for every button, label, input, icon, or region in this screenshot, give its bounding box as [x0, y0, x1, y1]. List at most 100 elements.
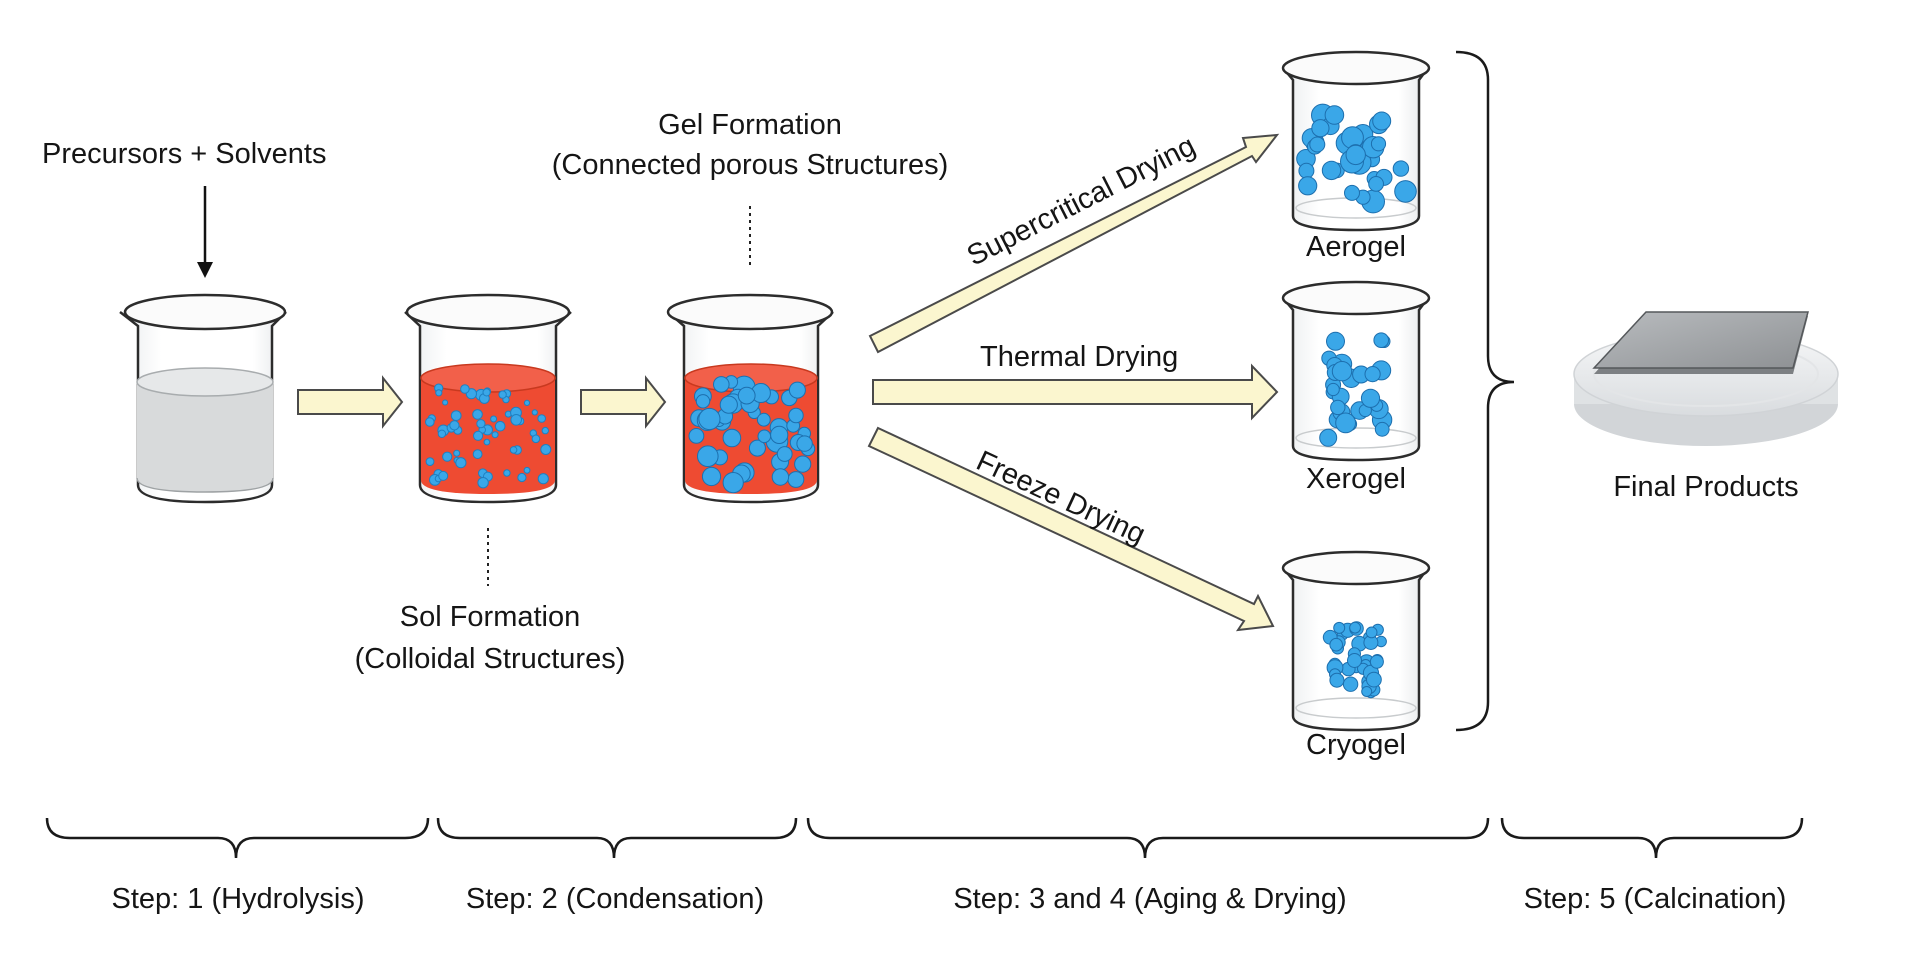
sol-colloid-particles — [425, 383, 552, 489]
particle — [1373, 332, 1389, 349]
beaker-xerogel — [1281, 280, 1431, 462]
particle — [473, 430, 484, 441]
particle — [517, 472, 527, 483]
particle — [748, 439, 766, 457]
thermal-drying-label: Thermal Drying — [980, 341, 1179, 373]
particle — [1392, 160, 1410, 177]
particle — [435, 389, 443, 397]
particle — [1333, 621, 1346, 634]
particle — [713, 376, 730, 393]
particle — [757, 429, 772, 444]
particle — [1342, 676, 1359, 692]
particle — [460, 384, 470, 394]
particle — [788, 381, 806, 399]
particle — [1372, 111, 1392, 131]
step1-brace — [45, 817, 430, 859]
step3-4-label: Step: 3 and 4 (Aging & Drying) — [953, 883, 1347, 915]
particle — [722, 472, 744, 494]
particle — [477, 477, 489, 489]
particle — [509, 446, 518, 454]
beaker-gel — [666, 293, 834, 504]
beaker-sol — [404, 293, 572, 504]
particle — [719, 395, 738, 414]
particle — [688, 428, 705, 444]
particle — [541, 426, 549, 435]
particle — [490, 415, 498, 423]
particle — [1311, 119, 1330, 138]
step5-brace — [1500, 817, 1804, 859]
particle — [482, 388, 491, 397]
particle — [1345, 144, 1366, 166]
particle — [449, 420, 460, 431]
sol-formation-title: Sol Formation — [399, 601, 581, 633]
particle — [776, 446, 793, 462]
particle — [442, 399, 449, 406]
particle — [531, 434, 541, 444]
aerogel-label: Aerogel — [1306, 231, 1406, 263]
beaker-cryogel — [1281, 550, 1431, 732]
particle — [722, 428, 742, 448]
particle — [498, 390, 507, 399]
arrow-to-gel — [580, 375, 667, 429]
precursors-label: Precursors + Solvents — [42, 138, 327, 170]
particle — [1329, 637, 1343, 652]
particle — [1344, 184, 1360, 201]
particle — [1394, 180, 1417, 203]
particle — [1321, 160, 1342, 181]
particle — [1369, 654, 1384, 669]
particle — [453, 449, 461, 457]
xerogel-label: Xerogel — [1306, 463, 1406, 495]
input-down-arrow — [197, 186, 213, 278]
particle — [540, 444, 552, 455]
particle — [796, 435, 813, 452]
particle — [537, 473, 549, 485]
beaker-precursors — [119, 293, 287, 504]
particle — [1349, 621, 1361, 634]
step2-brace — [436, 817, 798, 859]
xerogel-structure — [1319, 331, 1393, 447]
particle — [1330, 399, 1346, 416]
gel-formation-subtitle: (Connected porous Structures) — [551, 149, 949, 181]
step1-label: Step: 1 (Hydrolysis) — [111, 883, 365, 915]
particle — [1368, 176, 1384, 192]
arrow-to-sol — [297, 375, 404, 429]
particle — [494, 420, 506, 432]
particle — [1324, 105, 1345, 125]
particle — [1366, 671, 1382, 688]
particle — [450, 410, 462, 422]
particle — [438, 470, 449, 481]
particle — [1329, 672, 1345, 688]
beaker-aerogel — [1281, 50, 1431, 232]
arrow-thermal — [872, 363, 1279, 421]
particle — [1360, 388, 1381, 408]
particle — [1370, 136, 1387, 152]
particle — [788, 407, 804, 424]
cryogel-structure — [1322, 621, 1387, 699]
particle — [1361, 686, 1373, 697]
particle — [472, 409, 483, 420]
particle — [476, 419, 486, 429]
particle — [701, 466, 722, 487]
particle — [472, 449, 483, 460]
particle — [491, 431, 499, 439]
particle — [697, 445, 719, 468]
final-product-plate — [1573, 311, 1839, 446]
arrow-freeze — [867, 426, 1275, 632]
arrow-supercritical — [868, 133, 1280, 354]
particle — [1319, 428, 1338, 447]
particle — [1365, 626, 1378, 639]
products-brace — [1455, 50, 1515, 732]
particle — [1298, 162, 1315, 179]
particle — [1326, 382, 1340, 397]
particle — [1347, 653, 1362, 668]
particle — [1331, 361, 1353, 382]
step5-label: Step: 5 (Calcination) — [1523, 883, 1787, 915]
particle — [537, 414, 547, 423]
particle — [737, 386, 756, 405]
particle — [523, 399, 531, 406]
particle — [455, 457, 467, 469]
particle — [787, 471, 805, 488]
particle — [695, 394, 711, 409]
